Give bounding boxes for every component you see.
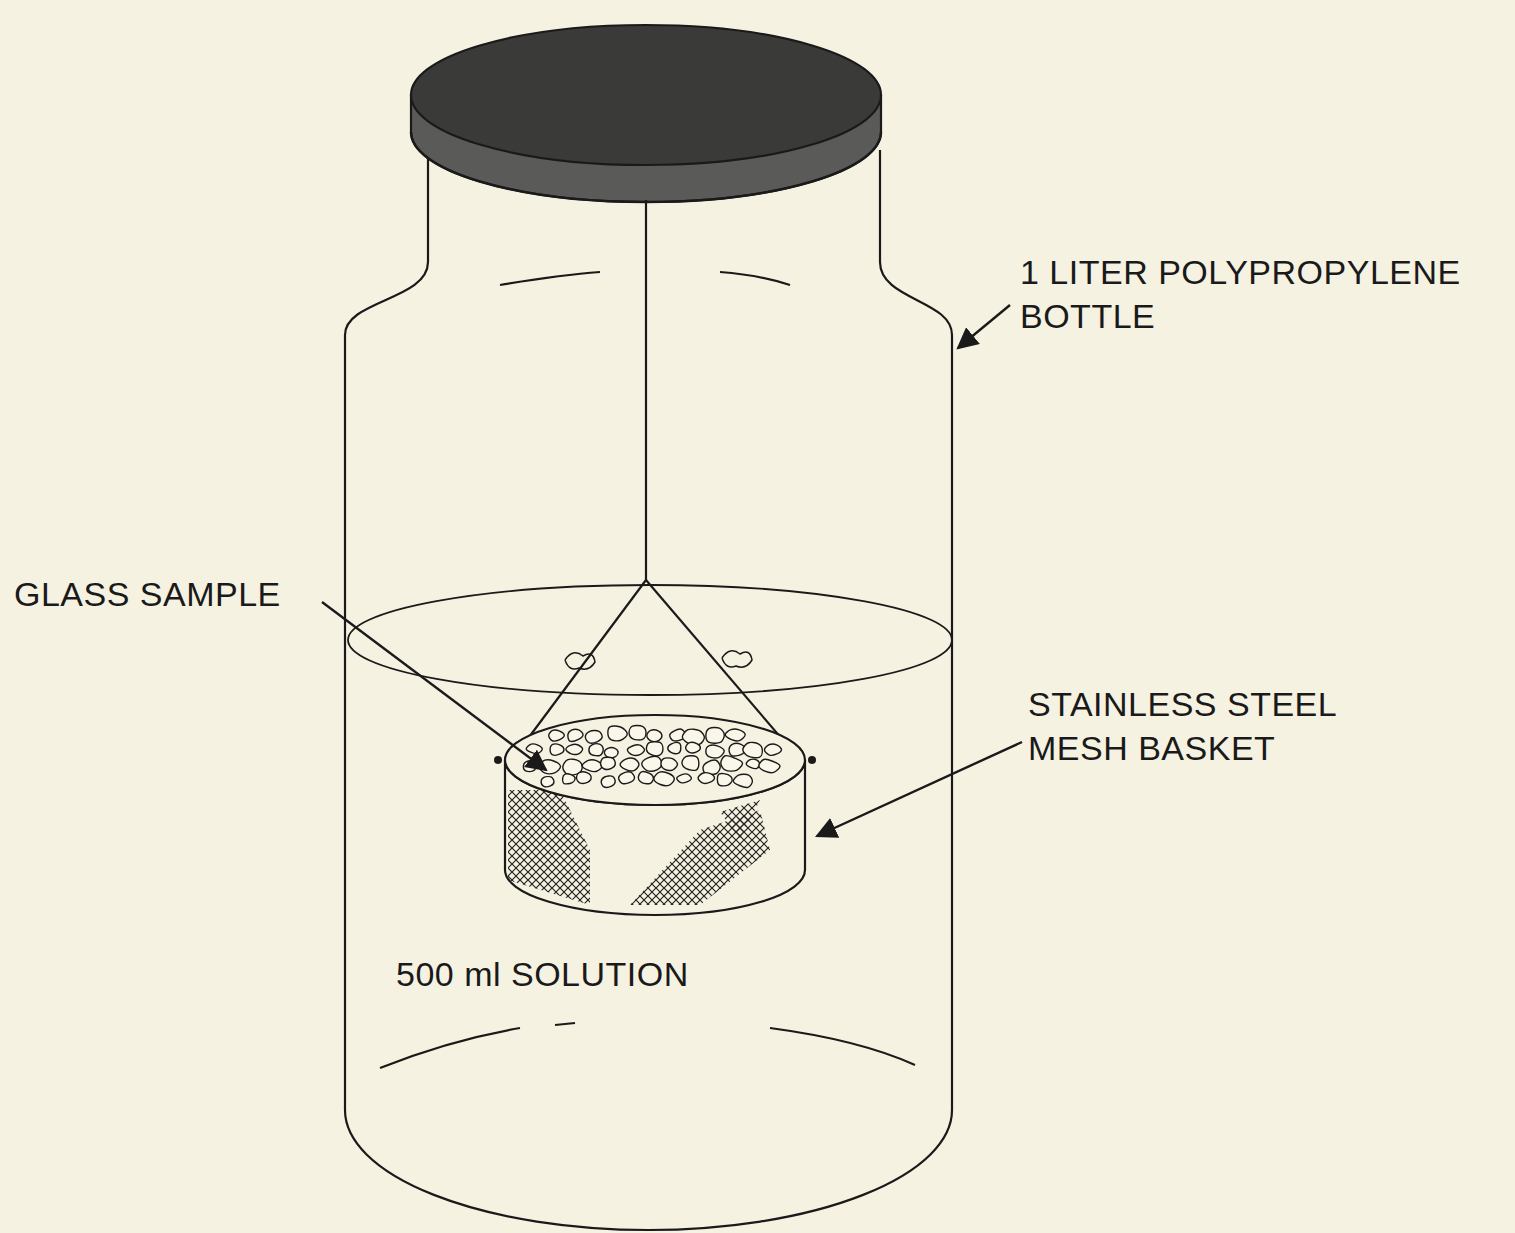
part-label: GLASS SAMPLE — [14, 572, 324, 616]
glass-chunk — [566, 744, 583, 754]
glass-chunk — [629, 726, 646, 740]
glass-chunk — [721, 756, 743, 772]
glass-chunk — [647, 730, 662, 741]
glass-chunk — [706, 745, 724, 758]
glass-chunk — [686, 742, 701, 752]
glass-chunk — [638, 772, 653, 784]
glass-chunk — [677, 774, 692, 783]
glass-chunk — [764, 744, 781, 755]
glass-chunk — [717, 774, 732, 786]
glass-chunk — [661, 758, 677, 770]
bottle-cap — [411, 25, 881, 202]
glass-chunk — [550, 744, 564, 755]
glass-chunk — [582, 760, 602, 772]
mesh-basket — [494, 715, 816, 915]
glass-chunk — [642, 756, 662, 771]
glass-chunk — [526, 744, 542, 754]
glass-chunk — [589, 744, 603, 756]
glass-chunk — [568, 729, 583, 741]
glass-chunk — [706, 727, 724, 743]
surface-ripple — [565, 651, 752, 669]
glass-chunk — [668, 743, 681, 754]
glass-chunk — [601, 757, 616, 769]
glass-chunk — [682, 756, 699, 771]
glass-chunk — [627, 745, 644, 756]
bottle-outline — [345, 150, 952, 1230]
glass-chunk — [654, 772, 674, 786]
glass-chunk — [743, 742, 763, 757]
glass-chunk — [746, 759, 759, 768]
glass-chunk — [725, 729, 745, 741]
glass-chunk — [577, 772, 592, 783]
leader-line — [322, 305, 1022, 836]
glass-chunk — [549, 730, 565, 741]
glass-chunk — [541, 777, 554, 787]
glass-chunk — [646, 742, 663, 756]
part-label: STAINLESS STEEL MESH BASKET — [1028, 682, 1428, 770]
glass-chunk — [585, 730, 602, 743]
glass-chunk — [604, 748, 618, 758]
glass-chunk — [608, 726, 627, 741]
glass-chunk — [601, 776, 615, 787]
glass-chunk — [619, 772, 635, 784]
glass-chunk — [563, 774, 576, 784]
suspension-wire — [512, 200, 800, 760]
glass-chunk — [733, 774, 752, 787]
glass-chunk — [698, 773, 714, 784]
glass-chunk — [759, 759, 780, 772]
part-label: 1 LITER POLYPROPYLENE BOTTLE — [1020, 250, 1505, 338]
part-label: 500 ml SOLUTION — [396, 952, 756, 996]
glass-chunk — [620, 758, 639, 771]
solution-surface — [348, 585, 952, 695]
